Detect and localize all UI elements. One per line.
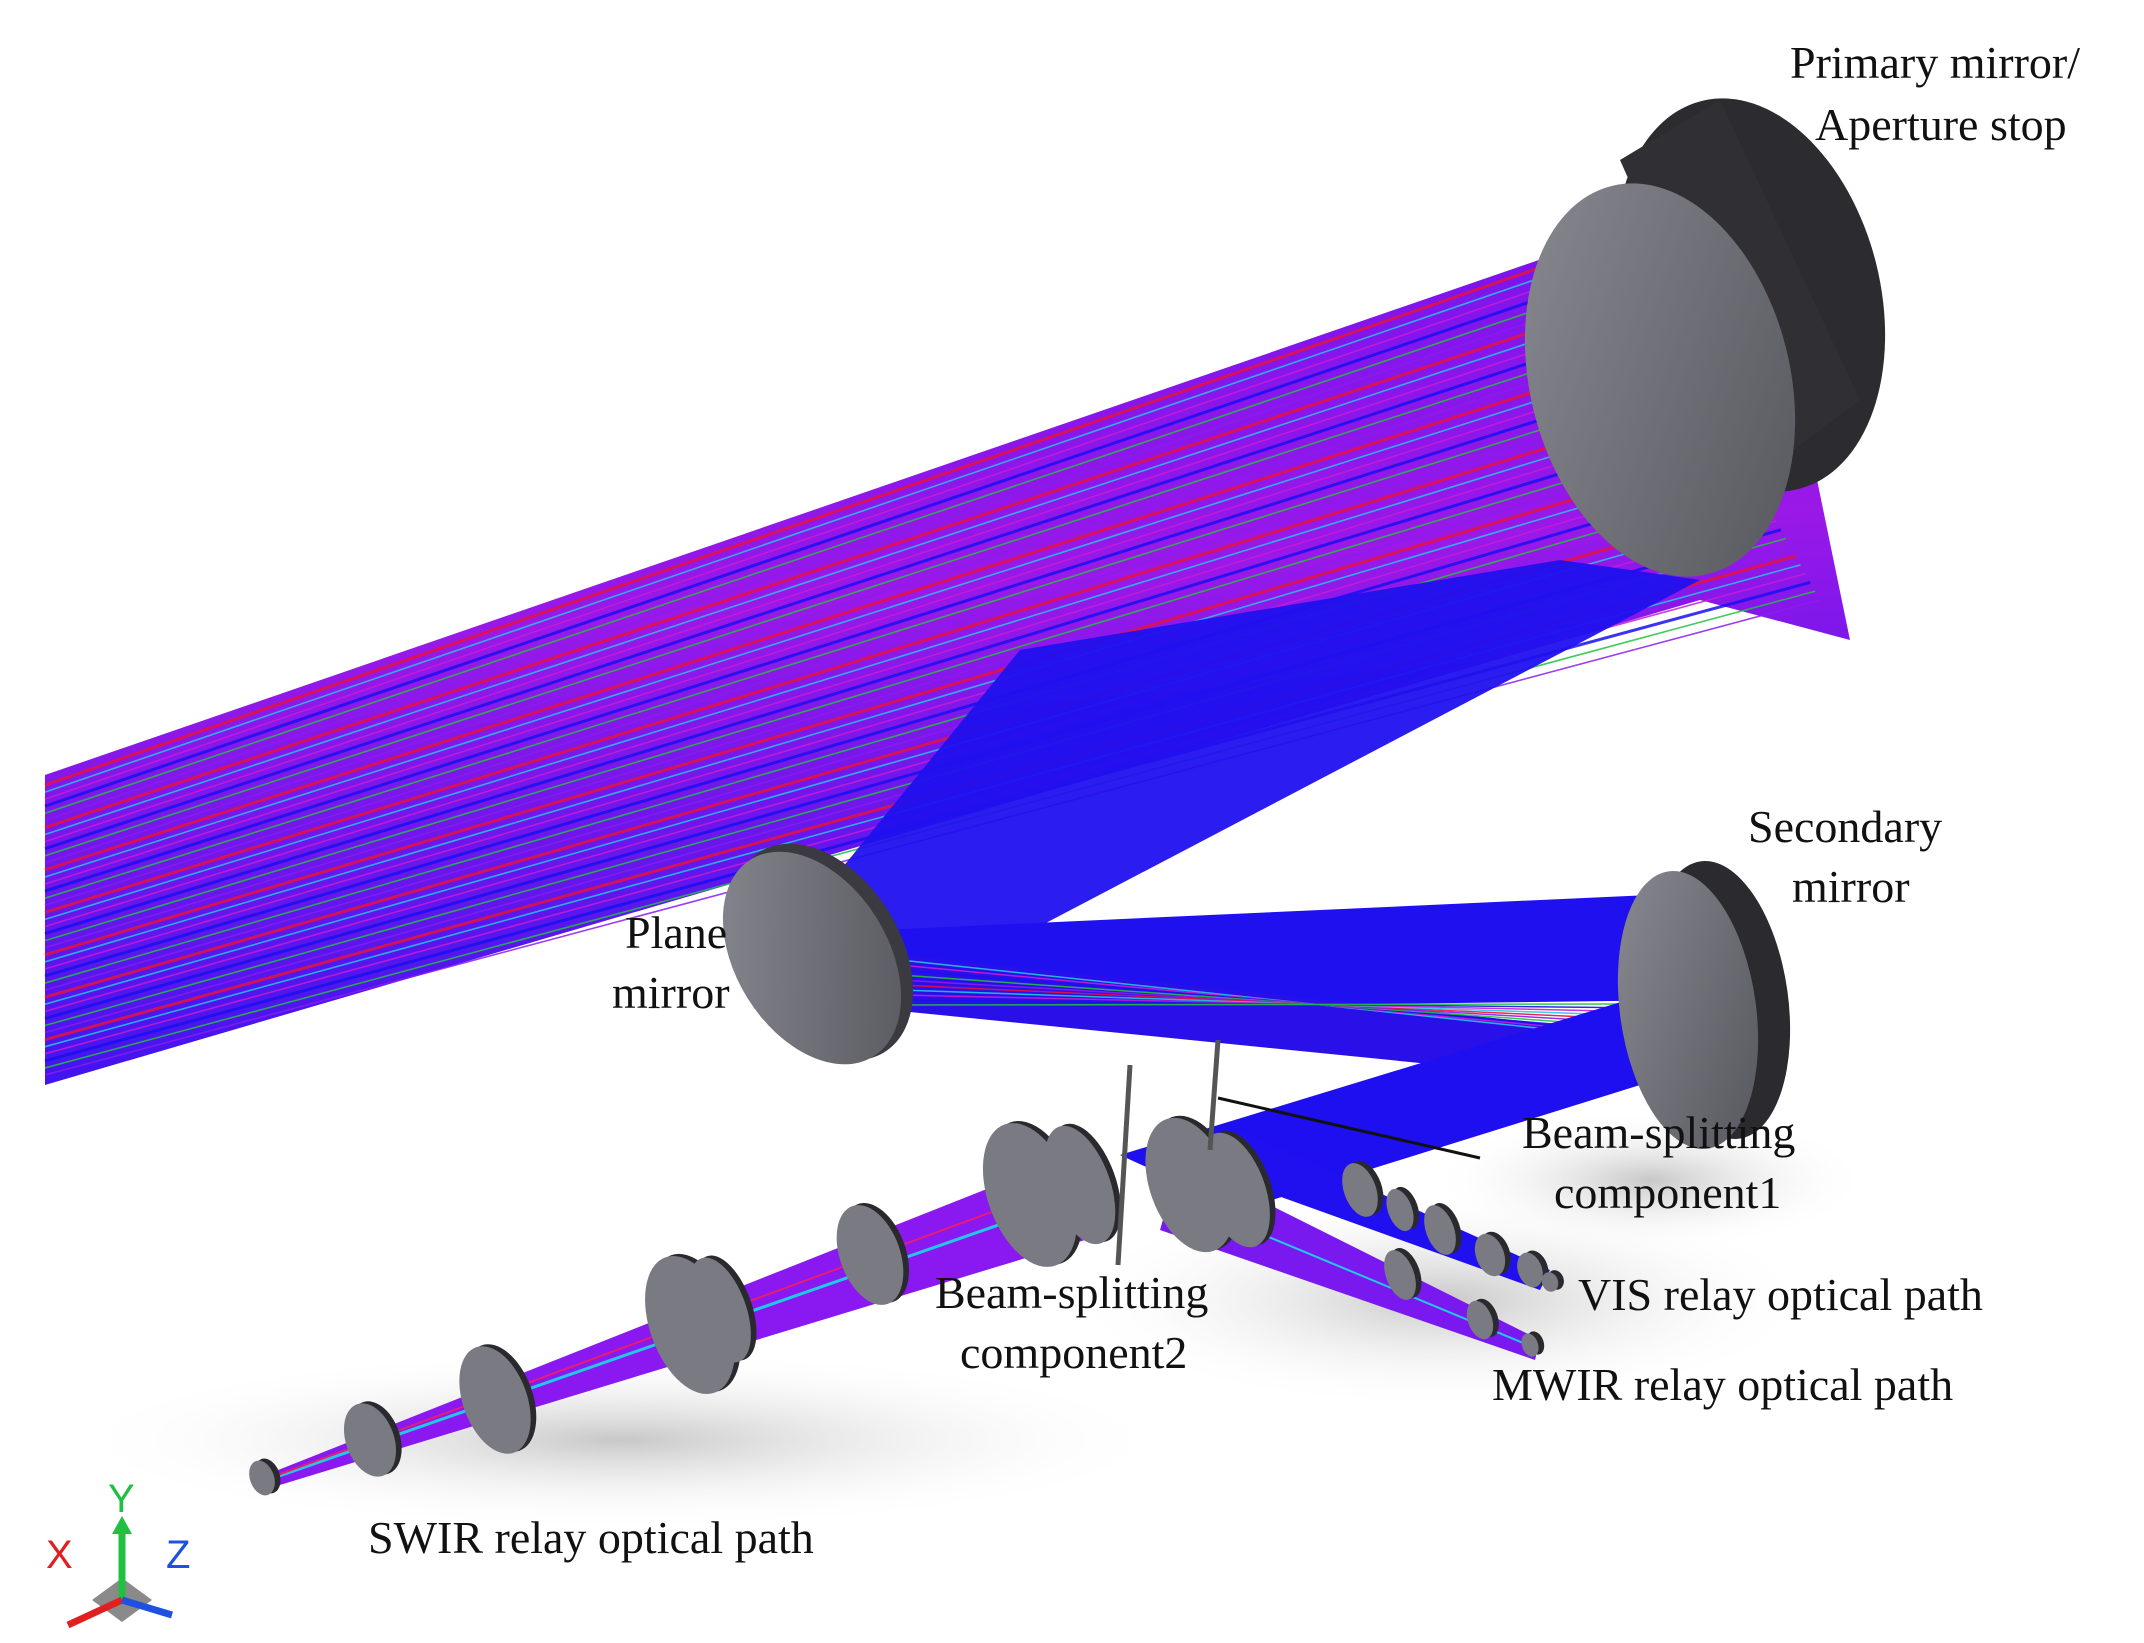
label-bs1-2: component1	[1554, 1167, 1781, 1218]
vis-lens	[1541, 1272, 1559, 1292]
vis-relay-path	[1220, 1130, 1564, 1292]
plane-mirror	[722, 843, 914, 1065]
label-bs2-2: component2	[960, 1327, 1187, 1378]
ray-streak	[44, 362, 1689, 885]
swir-lens	[689, 1257, 751, 1363]
label-vis-path: VIS relay optical path	[1578, 1269, 1983, 1320]
ray-streak	[44, 256, 1631, 800]
mwir-lens	[1384, 1250, 1416, 1300]
vis-lens	[1474, 1233, 1506, 1277]
ray-streak	[44, 388, 1704, 907]
ray-streak	[44, 485, 1757, 984]
ray-streak	[44, 414, 1718, 928]
ray-streak	[44, 327, 1670, 857]
label-swir-path: SWIR relay optical path	[368, 1512, 814, 1563]
label-secondary-mirror-1: Secondary	[1748, 801, 1942, 852]
ray-streak	[44, 274, 1640, 815]
ray-streak	[899, 1003, 1651, 1006]
ray-streak	[44, 406, 1713, 921]
mwir-lenses	[1145, 1115, 1545, 1357]
ray-streak	[44, 343, 1679, 872]
swir-lenses	[249, 1121, 1121, 1496]
ray-streak	[44, 291, 1650, 829]
bs1-leader-line	[1217, 1096, 1481, 1160]
primary-mirror	[1524, 98, 1886, 577]
label-plane-mirror-1: Plane	[625, 907, 727, 958]
mwir-lens	[1466, 1300, 1494, 1340]
swir-relay-path	[249, 1121, 1121, 1496]
ray-streak	[44, 370, 1694, 893]
vis-lens	[1386, 1188, 1414, 1232]
ray-streak	[44, 248, 1626, 793]
ray-streak	[44, 300, 1655, 836]
beam-splitter-plates	[1115, 1039, 1221, 1266]
ray-streak	[44, 238, 1621, 787]
vis-lens	[1342, 1163, 1378, 1217]
swir-lens	[459, 1346, 531, 1454]
swir-lens	[836, 1205, 904, 1305]
ray-streak	[44, 317, 1665, 851]
vis-lens	[1517, 1252, 1543, 1288]
ray-streak	[44, 441, 1733, 949]
ray-streak	[44, 283, 1645, 822]
axis-z-label: Z	[166, 1533, 190, 1577]
ray-streak	[44, 449, 1738, 957]
mwir-lens	[1521, 1333, 1539, 1357]
ray-streak	[44, 379, 1699, 899]
swir-lens	[1044, 1125, 1116, 1245]
label-bs2-1: Beam-splitting	[935, 1267, 1208, 1318]
secondary-mirror	[1617, 861, 1791, 1149]
label-primary-mirror-1: Primary mirror/	[1790, 37, 2080, 88]
label-bs1-1: Beam-splitting	[1522, 1107, 1795, 1158]
ray-streak	[44, 264, 1636, 808]
axis-y-label: Y	[108, 1477, 135, 1521]
axis-x-label: X	[46, 1533, 73, 1577]
ray-streak	[44, 422, 1723, 935]
ray-streak	[44, 309, 1660, 843]
label-plane-mirror-2: mirror	[612, 967, 730, 1018]
ray-streak	[44, 335, 1674, 864]
swir-lens	[343, 1403, 397, 1477]
label-primary-mirror-2: Aperture stop	[1815, 99, 2067, 150]
cross-beam-streaks	[899, 959, 1651, 1041]
mwir-lens	[1200, 1132, 1270, 1248]
ray-streak	[44, 458, 1743, 963]
ray-streak	[44, 396, 1709, 914]
axis-triad: X Y Z	[46, 1477, 190, 1629]
vis-lenses	[1342, 1161, 1564, 1292]
ray-streak	[44, 432, 1728, 942]
ray-streak	[44, 467, 1748, 970]
label-mwir-path: MWIR relay optical path	[1492, 1359, 1953, 1410]
swir-lens	[249, 1460, 275, 1496]
mwir-relay-path	[1145, 1115, 1545, 1360]
vis-lens	[1424, 1205, 1456, 1255]
label-secondary-mirror-2: mirror	[1792, 861, 1910, 912]
ray-streak	[44, 353, 1684, 878]
ray-streak	[44, 475, 1753, 978]
beam-primary-to-plane	[820, 560, 1700, 1010]
